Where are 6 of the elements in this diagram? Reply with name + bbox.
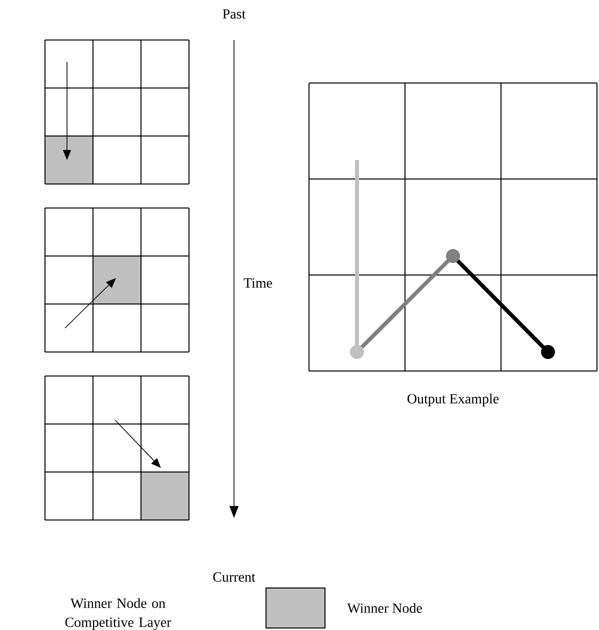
label: Time — [243, 278, 273, 288]
legend-label: Winner Node — [347, 603, 422, 613]
label: Output Example — [408, 394, 499, 406]
label: Winner Node on Competitive Layer — [65, 598, 172, 630]
label: Past — [222, 9, 246, 19]
label: Current — [213, 572, 256, 582]
